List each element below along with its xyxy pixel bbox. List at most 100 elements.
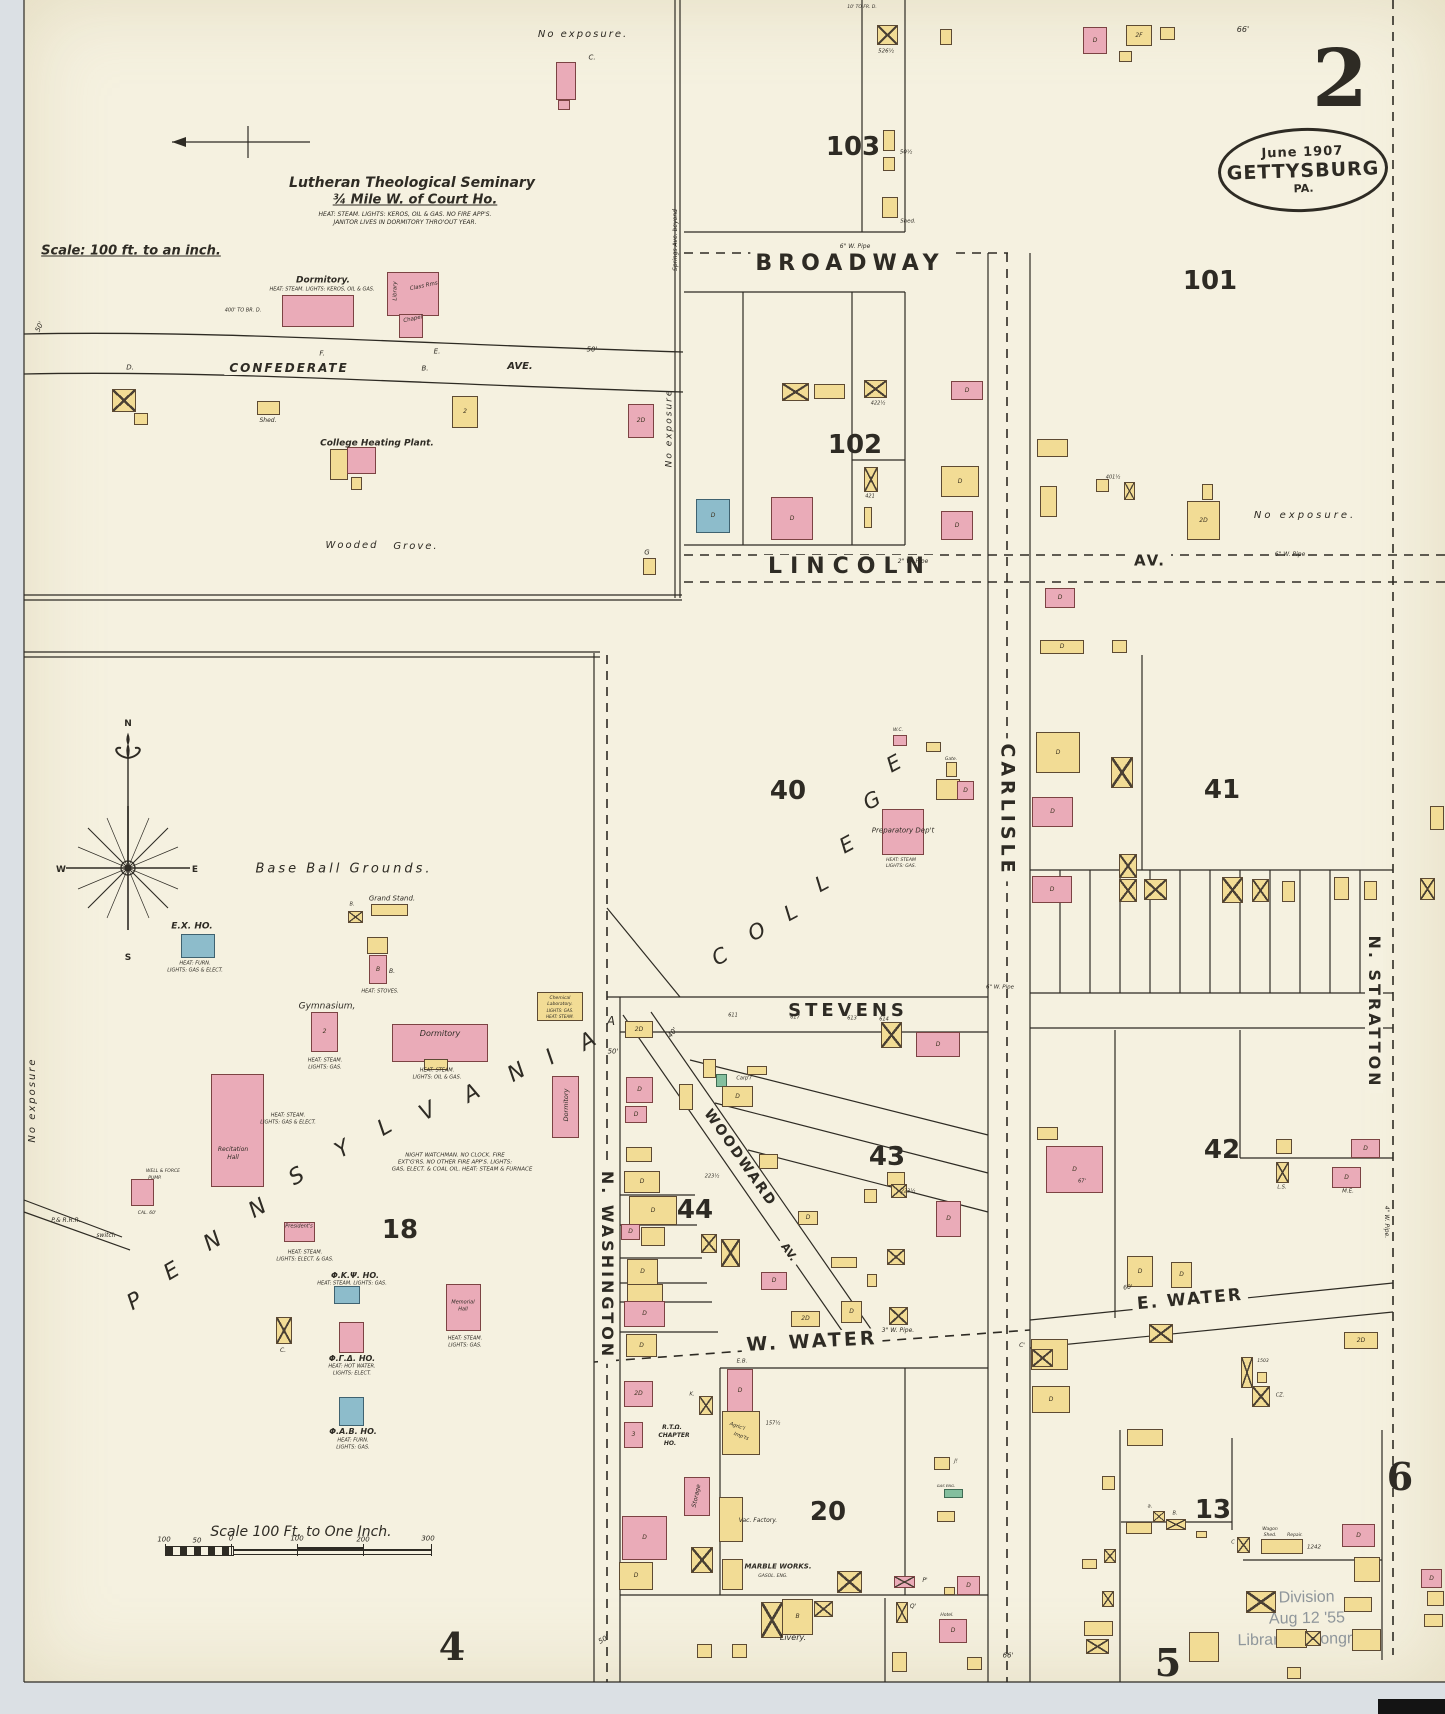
building-label: D [737,1387,743,1394]
map-label: Preparatory Dep't [871,826,935,835]
map-label: No exposure. [537,29,629,40]
building-footprint [1153,1511,1165,1522]
building-footprint: D [798,1211,818,1225]
building-label: D [1072,1165,1077,1173]
map-label: LIGHTS: GAS. [885,863,917,869]
map-label: GASOL. ENG. [758,1573,788,1579]
building-label: D [849,1308,854,1315]
map-label: EXT'G'RS. NO OTHER FIRE APP'S. LIGHTS: [397,1159,513,1166]
building-footprint: 2D [625,1021,653,1038]
map-label: Memorial [451,1299,475,1306]
building-footprint [1352,1629,1381,1651]
building-footprint [882,809,924,855]
building-label: D [628,1228,633,1235]
building-footprint [719,1497,743,1542]
map-label: 100 [290,1534,304,1543]
map-label: HEAT: STEAM. [546,1014,574,1019]
map-label: College Heating Plant. [320,438,434,449]
map-label: Dormitory [561,1088,570,1122]
map-label: 4" W. Pipe. [1383,1205,1390,1239]
building-footprint [1261,1539,1303,1554]
building-footprint [1102,1476,1115,1490]
building-footprint [1111,757,1133,788]
building-footprint [894,1576,915,1588]
building-footprint [837,1571,862,1593]
building-label: D [642,1534,647,1541]
building-footprint [1119,854,1137,878]
building-footprint [348,911,363,923]
building-label: D [789,514,795,522]
building-footprint: D [1040,640,1084,654]
building-footprint [1276,1162,1289,1183]
building-footprint [131,1179,154,1206]
building-footprint [699,1396,713,1415]
building-footprint [1149,1324,1173,1343]
map-label: 526½ [878,48,894,55]
building-footprint [1246,1591,1276,1613]
map-label: HEAT: FURN. [337,1437,369,1444]
map-label: Dormitory [419,1029,461,1038]
building-footprint [1420,878,1435,900]
street-label: AVE. [502,361,538,373]
building-label: D [946,1215,951,1222]
map-label: CHAPTER [658,1432,690,1439]
block-number: 18 [381,1215,419,1245]
block-number: 103 [825,132,881,162]
building-label: D [639,1341,644,1349]
map-label: W.C. [892,727,904,733]
adjacent-sheet-number: 6 [1386,1454,1414,1499]
building-footprint [334,1286,360,1304]
map-label: B. [349,901,355,908]
map-label: 157½ [765,1420,781,1427]
building-label: 2 [463,408,467,415]
building-footprint: 2D [624,1381,653,1407]
scale-bar-tick [231,1544,232,1556]
building-footprint [883,130,895,151]
map-label: 100 [157,1535,171,1544]
map-label: Gate. [944,756,958,762]
building-label: 2D [636,417,646,424]
map-label: 611 [728,1012,738,1019]
map-label: No exposure. [1253,510,1357,521]
map-label: Hotel. [940,1612,954,1618]
building-label: D [1363,1144,1368,1152]
building-label: D [963,786,968,794]
building-footprint [1126,1522,1152,1534]
map-label: R.T.Ω. [662,1424,682,1431]
map-label: Springs Ave. beyond [672,209,679,271]
building-footprint: 2D [1344,1332,1378,1349]
map-label: Hall [227,1154,239,1161]
scale-bar-checks [165,1546,234,1556]
building-footprint [934,1457,950,1470]
building-footprint [399,314,423,338]
map-label: HEAT: STEAM. LIGHTS: KEROS, OIL & GAS. N… [318,211,492,218]
building-footprint: D [626,1077,653,1103]
building-footprint [691,1547,713,1573]
sheet-number: 2 [1312,31,1368,125]
map-label: J! [954,1458,958,1465]
map-label: NIGHT WATCHMAN. NO CLOCK. FIRE [405,1152,505,1159]
building-label: D [650,1206,656,1214]
map-label: Gymnasium, [298,1001,356,1012]
building-footprint [181,934,215,958]
building-footprint [1119,879,1137,902]
building-label: D [1059,643,1065,650]
map-label: HEAT: STOVES. [361,988,399,995]
map-label: 50½ [899,149,913,156]
map-label: HEAT: STEAM. [419,1067,455,1074]
building-footprint [1364,881,1377,900]
map-label: LIGHTS: GAS & ELECT. [260,1119,316,1126]
block-number: 101 [1182,266,1238,296]
map-label: GAS, ELECT. & COAL OIL. HEAT: STEAM & FU… [391,1166,533,1173]
map-label: Grand Stand. [368,894,416,903]
building-label: D [1092,36,1098,44]
map-label: CAL. 60' [137,1210,157,1216]
building-footprint: D [936,1201,961,1237]
building-footprint [282,295,354,327]
building-footprint [732,1644,747,1658]
scale-bar-line [165,1554,432,1555]
building-footprint [1144,879,1167,900]
building-footprint: D [941,511,973,540]
building-footprint: D [1046,1146,1103,1193]
building-footprint: 2D [791,1311,820,1327]
